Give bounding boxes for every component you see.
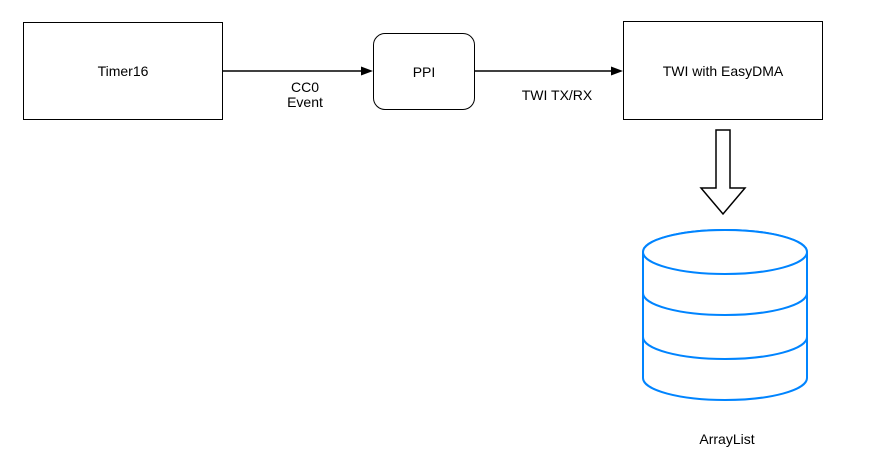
database-cylinder-icon [642, 229, 808, 401]
edge-label-cc0-event: CC0 Event [255, 80, 355, 110]
edge-timer-to-ppi [223, 66, 373, 76]
node-ppi: PPI [373, 33, 475, 110]
node-arraylist-label: ArrayList [657, 432, 797, 447]
edge-label-twi-txrx-text: TWI TX/RX [521, 87, 593, 103]
cylinder-top-ellipse [642, 229, 808, 275]
cylinder-divider-arc-1 [642, 292, 808, 316]
node-twi-with-easydma: TWI with EasyDMA [623, 21, 823, 120]
node-timer16: Timer16 [23, 22, 223, 120]
cylinder-divider-arc-2 [642, 336, 808, 360]
edge-twi-to-arraylist [699, 129, 747, 216]
node-twi-label: TWI with EasyDMA [662, 62, 784, 79]
block-arrow-down-icon [699, 129, 747, 216]
arrowhead-right-icon [611, 66, 623, 76]
edge-ppi-to-twi [475, 66, 623, 76]
arrowhead-right-icon [361, 66, 373, 76]
node-timer16-label: Timer16 [97, 63, 149, 79]
node-arraylist-label-text: ArrayList [699, 431, 755, 447]
edge-label-cc0-event-text: CC0 Event [287, 79, 323, 110]
node-ppi-label: PPI [412, 63, 436, 80]
edge-label-twi-txrx: TWI TX/RX [497, 88, 617, 103]
